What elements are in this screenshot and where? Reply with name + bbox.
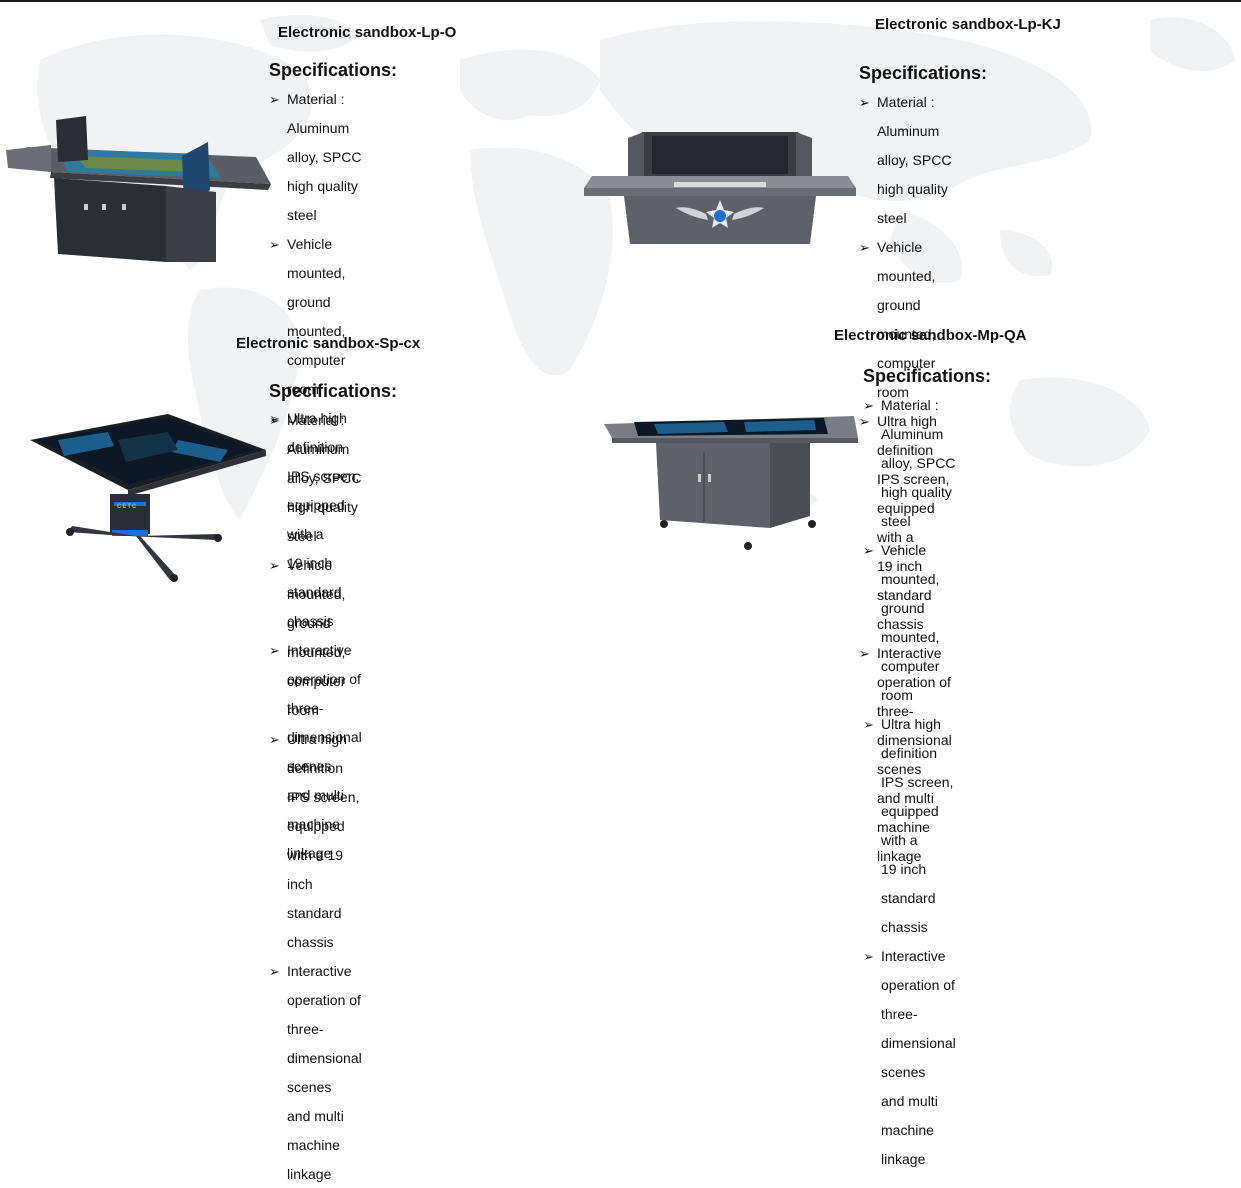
spec-heading: Specifications: bbox=[269, 60, 398, 80]
spec-text: Vehicle mounted, ground mounted, compute… bbox=[881, 542, 940, 674]
spec-item: ➢ Interactive operation of three-dimensio… bbox=[269, 957, 362, 1102]
arrow-bullet-icon: ➢ bbox=[269, 237, 280, 252]
spec-text: room bbox=[881, 687, 913, 703]
sandbox-sp-cx-image bbox=[30, 414, 266, 582]
arrow-bullet-icon: ➢ bbox=[859, 240, 870, 255]
product-title: Electronic sandbox-Lp-KJ bbox=[875, 16, 1061, 33]
sandbox-mp-qa-image bbox=[604, 416, 858, 550]
arrow-bullet-icon: ➢ bbox=[863, 949, 874, 964]
spec-item: ➢ Ultra high definition IPS screen, equip… bbox=[269, 725, 362, 870]
spec-heading: Specifications: bbox=[269, 381, 398, 401]
spec-text: and multi machine linkage bbox=[287, 1108, 344, 1182]
spec-item: ➢ Material : Aluminum alloy, SPCC high qu… bbox=[269, 406, 362, 551]
arrow-bullet-icon: ➢ bbox=[863, 717, 874, 732]
spec-text: room bbox=[877, 384, 909, 400]
spec-text: Ultra high definition IPS screen, equipp… bbox=[877, 413, 950, 545]
spec-text: Ultra high definition IPS screen, equipp… bbox=[287, 731, 360, 863]
spec-text: room bbox=[287, 381, 319, 397]
arrow-bullet-icon: ➢ bbox=[269, 92, 280, 107]
spec-item: ➢ Material : Aluminum alloy, SPCC high qu… bbox=[863, 391, 956, 536]
product-title: Electronic sandbox-Sp-cx bbox=[236, 335, 421, 352]
spec-list: ➢ Material : Aluminum alloy, SPCC high qu… bbox=[269, 406, 362, 1188]
spec-item-continuation: and multi machine linkage bbox=[863, 1087, 956, 1174]
product-title: Electronic sandbox-Mp-QA bbox=[834, 327, 1027, 344]
spec-text: Material : Aluminum alloy, SPCC high qua… bbox=[881, 397, 956, 529]
spec-item: ➢ Material : Aluminum alloy, SPCC high qu… bbox=[269, 85, 362, 230]
spec-heading: Specifications: bbox=[863, 366, 992, 386]
spec-item-continuation: room bbox=[859, 378, 952, 407]
spec-text: 19 inch standard chassis bbox=[881, 861, 936, 935]
spec-text: and multi machine linkage bbox=[881, 1093, 938, 1167]
arrow-bullet-icon: ➢ bbox=[269, 732, 280, 747]
spec-text: Interactive operation of three-dimension… bbox=[287, 963, 362, 1095]
spec-item: ➢ Ultra high definition IPS screen, equip… bbox=[269, 404, 362, 549]
product-title: Electronic sandbox-Lp-O bbox=[278, 24, 457, 41]
arrow-bullet-icon: ➢ bbox=[269, 964, 280, 979]
spec-text: Material : Aluminum alloy, SPCC high qua… bbox=[287, 412, 362, 544]
spec-item: ➢ Ultra high definition IPS screen, equip… bbox=[863, 710, 956, 855]
spec-item: ➢ Vehicle mounted, ground mounted, comput… bbox=[859, 233, 952, 378]
spec-text: Vehicle mounted, ground mounted, compute… bbox=[877, 239, 936, 371]
spec-text: Ultra high definition IPS screen, equipp… bbox=[881, 716, 954, 848]
sandbox-lp-o-image bbox=[6, 116, 271, 262]
arrow-bullet-icon: ➢ bbox=[269, 411, 280, 426]
spec-item: ➢ Interactive operation of three-dimensio… bbox=[863, 942, 956, 1087]
arrow-bullet-icon: ➢ bbox=[859, 95, 870, 110]
arrow-bullet-icon: ➢ bbox=[859, 414, 870, 429]
spec-item-continuation: room bbox=[863, 681, 956, 710]
spec-item: ➢ Vehicle mounted, ground mounted, comput… bbox=[269, 230, 362, 375]
spec-text: Ultra high definition IPS screen, equipp… bbox=[287, 410, 360, 542]
spec-item: ➢ Material : Aluminum alloy, SPCC high qu… bbox=[859, 88, 952, 233]
spec-text: Vehicle mounted, ground mounted, compute… bbox=[287, 557, 346, 718]
spec-text: Material : Aluminum alloy, SPCC high qua… bbox=[287, 91, 362, 223]
spec-list: ➢ Material : Aluminum alloy, SPCC high qu… bbox=[863, 391, 956, 1174]
spec-item: ➢ Ultra high definition IPS screen, equip… bbox=[859, 407, 952, 552]
spec-heading: Specifications: bbox=[859, 63, 988, 83]
arrow-bullet-icon: ➢ bbox=[269, 413, 280, 428]
spec-item: ➢ Vehicle mounted, ground mounted, comput… bbox=[269, 551, 362, 725]
spec-text: Material : Aluminum alloy, SPCC high qua… bbox=[877, 94, 952, 226]
console-logo: CETC bbox=[117, 504, 138, 510]
spec-item: ➢ Vehicle mounted, ground mounted, comput… bbox=[863, 536, 956, 681]
spec-text: Interactive operation of three-dimension… bbox=[881, 948, 956, 1080]
spec-text: Vehicle mounted, ground mounted, compute… bbox=[287, 236, 346, 368]
arrow-bullet-icon: ➢ bbox=[269, 558, 280, 573]
spec-text: inch standard chassis bbox=[287, 876, 342, 950]
top-rule bbox=[0, 0, 1241, 2]
sandbox-lp-kj-image bbox=[584, 132, 856, 244]
spec-item-continuation: 19 inch standard chassis bbox=[863, 855, 956, 942]
arrow-bullet-icon: ➢ bbox=[863, 543, 874, 558]
spec-item-continuation: and multi machine linkage bbox=[269, 1102, 362, 1188]
spec-item-continuation: inch standard chassis bbox=[269, 870, 362, 957]
spec-item-continuation: room bbox=[269, 375, 362, 404]
arrow-bullet-icon: ➢ bbox=[863, 398, 874, 413]
